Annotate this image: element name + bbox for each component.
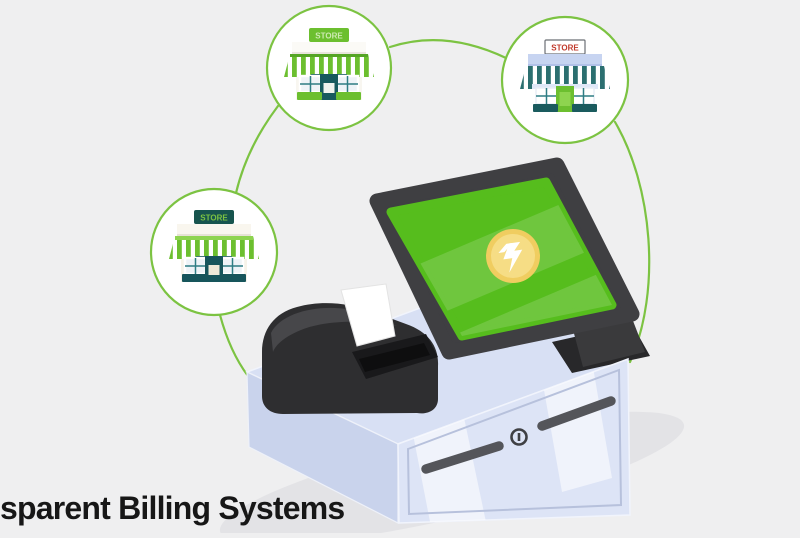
- network-ring: [218, 39, 651, 378]
- store-awning: [169, 236, 259, 259]
- drawer-handles: [421, 396, 616, 474]
- page-title: sparent Billing Systems: [0, 490, 345, 526]
- lightning-bolt-icon: [486, 229, 540, 283]
- store-node-top: STORE: [265, 4, 393, 132]
- store-sign-label: STORE: [551, 44, 579, 53]
- store-sign-label: STORE: [200, 214, 228, 223]
- store-node-left: STORE: [149, 187, 279, 317]
- store-sign-label: STORE: [315, 32, 343, 41]
- store-sign: [194, 210, 234, 224]
- store-sign: [309, 28, 349, 42]
- store-awning: [284, 54, 374, 77]
- drawer-front-panel: [406, 368, 623, 516]
- receipt-printer: [262, 283, 439, 414]
- store-node-right: STORE: [500, 15, 630, 145]
- drawer-keyhole: [510, 428, 528, 446]
- store-window: [183, 256, 245, 276]
- store-awning: [520, 66, 610, 89]
- receipt-paper: [340, 283, 396, 347]
